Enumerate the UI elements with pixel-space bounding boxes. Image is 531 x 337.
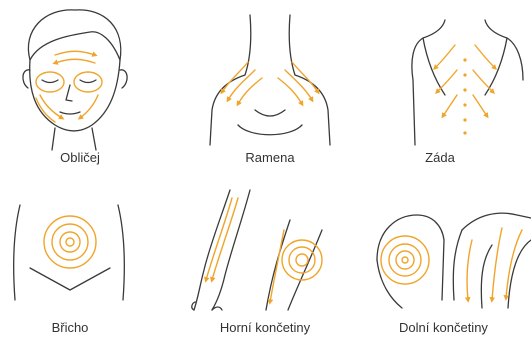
face-label: Obličej <box>0 150 160 165</box>
belly-massage-icon <box>0 190 140 315</box>
back-tile: Záda <box>405 0 531 170</box>
belly-tile: Břicho <box>0 190 140 337</box>
legs-label: Dolní končetiny <box>364 320 523 335</box>
arms-label: Horní končetiny <box>180 320 350 335</box>
face-tile: Obličej <box>0 0 160 170</box>
back-label: Záda <box>377 150 503 165</box>
legs-tile: Dolní končetiny <box>372 190 531 337</box>
shoulders-massage-icon <box>200 0 340 150</box>
face-massage-icon <box>0 0 160 150</box>
arms-tile: Horní končetiny <box>180 190 350 337</box>
legs-massage-icon <box>372 190 531 315</box>
belly-label: Břicho <box>0 320 140 335</box>
arms-massage-icon <box>180 190 350 315</box>
back-massage-icon <box>405 0 531 150</box>
shoulders-label: Ramena <box>200 150 340 165</box>
shoulders-tile: Ramena <box>200 0 340 170</box>
